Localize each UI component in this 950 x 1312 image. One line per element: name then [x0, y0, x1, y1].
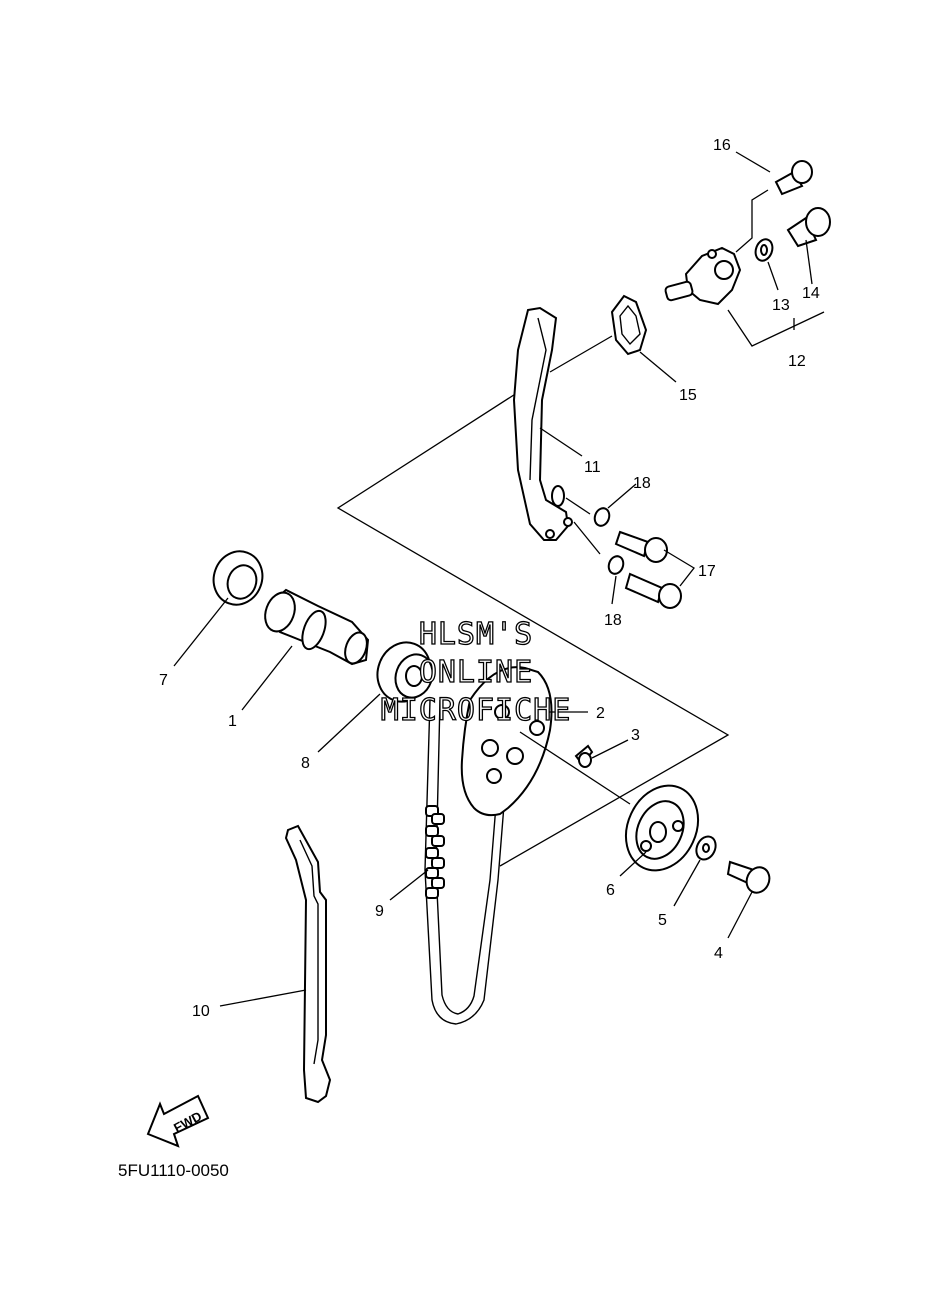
tensioner-washer	[754, 238, 774, 262]
watermark-line-2: ONLINE	[419, 655, 533, 690]
callout-14: 14	[802, 285, 820, 302]
callout-2: 2	[596, 705, 605, 722]
chain-links	[425, 805, 445, 899]
chain-tensioner	[664, 246, 742, 306]
bolt-4	[726, 860, 771, 894]
callout-1: 1	[228, 713, 237, 730]
callout-8: 8	[301, 755, 310, 772]
bearing-8	[376, 641, 434, 703]
callout-13: 13	[772, 297, 790, 314]
dowel-pin	[574, 744, 594, 768]
callout-18-lower: 18	[604, 612, 622, 629]
washers-18	[593, 507, 625, 575]
callout-18-upper: 18	[633, 475, 651, 492]
watermark-line-3: MICROFICHE	[381, 693, 572, 728]
cam-chain	[424, 699, 507, 1025]
callout-5: 5	[658, 912, 667, 929]
watermark: HLSM'S ONLINE MICROFICHE	[380, 616, 572, 728]
callout-12: 12	[788, 353, 806, 370]
washer-5	[695, 835, 717, 861]
forward-arrow-icon: FWD	[146, 1094, 210, 1148]
bolt-16	[774, 160, 813, 196]
bearing-7	[212, 550, 264, 606]
watermark-line-1: HLSM'S	[419, 617, 533, 652]
callout-4: 4	[714, 945, 723, 962]
leader-lines	[173, 151, 825, 1007]
callout-11: 11	[584, 459, 601, 476]
callout-7: 7	[159, 672, 168, 689]
tensioner-cap-bolt	[786, 207, 831, 248]
tensioner-gasket	[610, 294, 648, 356]
assembly-outline	[336, 372, 730, 867]
cam-sprocket	[460, 666, 553, 817]
drawing-code: 5FU1110-0050	[118, 1161, 229, 1180]
callout-10: 10	[192, 1003, 210, 1020]
callouts: 1 2 3 4 5 6 7 8 9 10 11 12 13 14 15 16 1…	[159, 137, 820, 1020]
chain-guide-front	[284, 824, 332, 1104]
callout-15: 15	[679, 387, 697, 404]
callout-17: 17	[698, 563, 716, 580]
callout-6: 6	[606, 882, 615, 899]
camshaft	[264, 588, 370, 666]
chain-guide-rear	[512, 306, 573, 541]
bolts-17	[614, 530, 682, 609]
plate-washer	[625, 784, 699, 872]
callout-3: 3	[631, 727, 640, 744]
callout-16: 16	[713, 137, 731, 154]
callout-9: 9	[375, 903, 384, 920]
